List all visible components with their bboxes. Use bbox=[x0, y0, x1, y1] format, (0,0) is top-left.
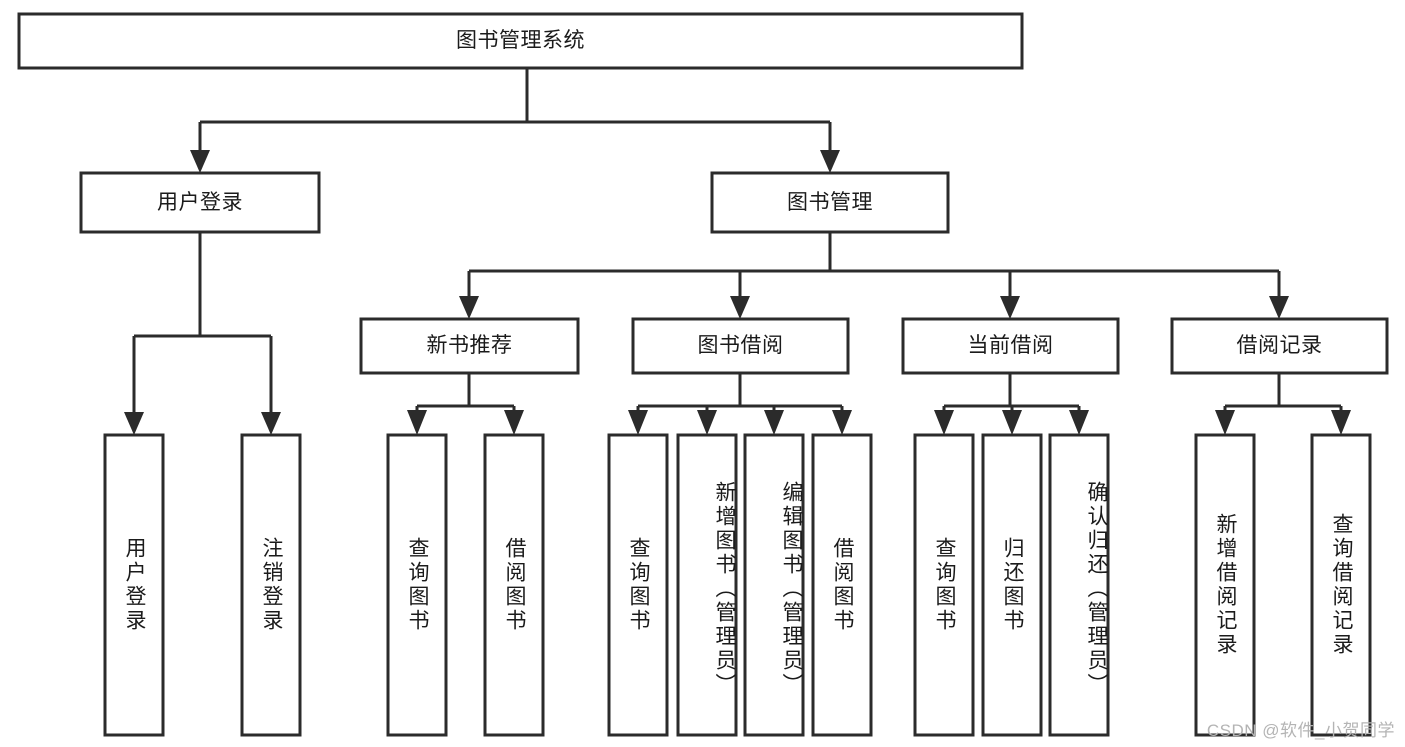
connector-book-borrow-to-leaves bbox=[628, 373, 852, 435]
node-box-leaf-add-record[interactable] bbox=[1194, 433, 1256, 737]
node-box-leaf-query-book-1[interactable] bbox=[386, 433, 448, 737]
connector-root-to-level2 bbox=[190, 68, 840, 173]
node-box-leaf-query-book-3[interactable] bbox=[913, 433, 975, 737]
node-box-leaf-logout[interactable] bbox=[240, 433, 302, 737]
node-box-leaf-return-book[interactable] bbox=[981, 433, 1043, 737]
node-box-book-management[interactable] bbox=[710, 171, 950, 234]
node-box-leaf-borrow-book-1[interactable] bbox=[483, 433, 545, 737]
node-box-leaf-query-book-2[interactable] bbox=[607, 433, 669, 737]
node-box-root[interactable] bbox=[17, 12, 1024, 70]
node-box-borrow-record[interactable] bbox=[1170, 317, 1389, 375]
csdn-watermark: CSDN @软件_小贺同学 bbox=[1206, 721, 1395, 740]
node-box-user-login[interactable] bbox=[79, 171, 321, 234]
node-box-leaf-confirm-return[interactable] bbox=[1048, 433, 1110, 737]
connector-book-management-to-level3 bbox=[459, 232, 1289, 319]
node-box-leaf-query-record[interactable] bbox=[1310, 433, 1372, 737]
node-box-leaf-borrow-book-2[interactable] bbox=[811, 433, 873, 737]
node-box-leaf-edit-book[interactable] bbox=[743, 433, 805, 737]
node-box-leaf-add-book[interactable] bbox=[676, 433, 738, 737]
node-box-leaf-user-login[interactable] bbox=[103, 433, 165, 737]
connector-current-borrow-to-leaves bbox=[934, 373, 1089, 435]
connector-user-login-to-leaves bbox=[124, 232, 281, 435]
node-box-current-borrow[interactable] bbox=[901, 317, 1120, 375]
connector-new-book-recommend-to-leaves bbox=[407, 373, 524, 435]
node-box-book-borrow[interactable] bbox=[631, 317, 850, 375]
node-box-new-book-recommend[interactable] bbox=[359, 317, 580, 375]
connector-borrow-record-to-leaves bbox=[1215, 373, 1351, 435]
